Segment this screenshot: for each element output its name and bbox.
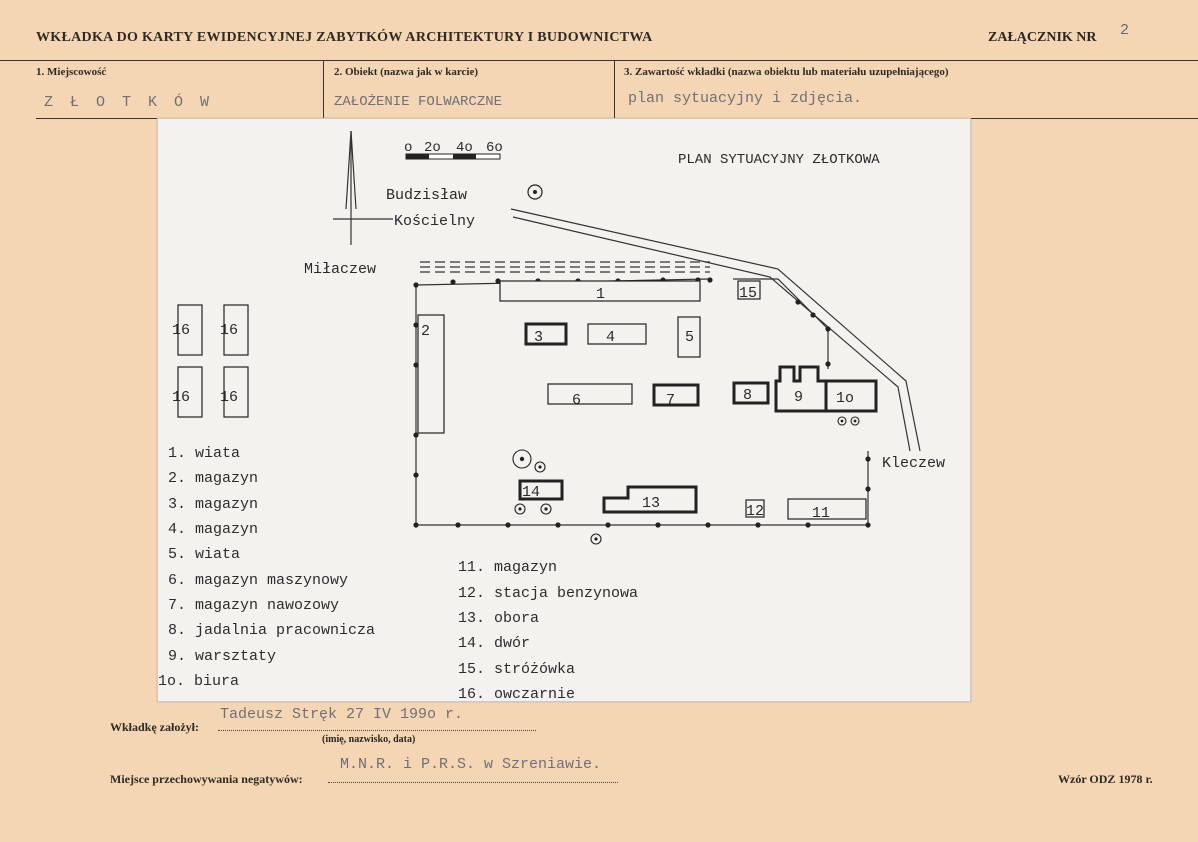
place-milaczew: Miłaczew — [304, 261, 376, 278]
building-5 — [677, 316, 701, 358]
building-13 — [602, 485, 698, 514]
num-16a: 16 — [172, 322, 190, 339]
road-kleczew — [510, 208, 921, 452]
annex-number: 2 — [1120, 22, 1130, 39]
num-13: 13 — [642, 495, 660, 512]
plan-title: PLAN SYTUACYJNY ZŁOTKOWA — [678, 152, 880, 168]
field-1-label: 1. Miejscowość — [36, 66, 107, 78]
num-5: 5 — [685, 329, 694, 346]
legend-item-12: 12. stacja benzynowa — [458, 585, 639, 602]
founder-note: (imię, nazwisko, data) — [322, 734, 416, 745]
site-plan-photo: o 2o 4o 6o PLAN SYTUACYJNY ZŁOTKOWA Budz… — [157, 118, 971, 703]
num-11: 11 — [812, 505, 830, 522]
legend-item-2: 2. magazyn — [168, 470, 259, 487]
legend-item-3: 3. magazyn — [168, 496, 259, 513]
fence-posts — [413, 277, 871, 528]
num-7: 7 — [666, 392, 675, 409]
scale-label-40: 4o — [456, 140, 473, 156]
field-divider-2 — [614, 60, 615, 118]
legend-item-5: 5. wiata — [168, 546, 241, 563]
building-2 — [417, 314, 445, 434]
num-2: 2 — [421, 323, 430, 340]
num-12: 12 — [746, 503, 764, 520]
founder-value: Tadeusz Stręk 27 IV 199o r. — [220, 706, 464, 723]
legend-item-7: 7. magazyn nawozowy — [168, 597, 340, 614]
num-16d: 16 — [220, 389, 238, 406]
num-9: 9 — [794, 389, 803, 406]
form-model: Wzór ODZ 1978 r. — [1058, 772, 1153, 786]
building-12 — [745, 499, 765, 518]
num-10: 1o — [836, 390, 854, 407]
building-11 — [787, 498, 867, 520]
site-plan-drawing: o 2o 4o 6o PLAN SYTUACYJNY ZŁOTKOWA Budz… — [172, 130, 945, 545]
num-16b: 16 — [220, 322, 238, 339]
road-milaczew — [420, 261, 710, 273]
scale-bar: o 2o 4o 6o — [404, 140, 503, 160]
field-3-label: 3. Zawartość wkładki (nazwa obiektu lub … — [624, 66, 949, 78]
building-16a — [177, 304, 203, 356]
legend-item-9: 9. warsztaty — [168, 648, 277, 665]
building-16b — [223, 304, 249, 356]
legend-item-11: 11. magazyn — [458, 559, 558, 576]
building-7 — [652, 383, 700, 407]
legend-item-1: 1. wiata — [168, 445, 241, 462]
place-kleczew: Kleczew — [882, 455, 945, 472]
building-6 — [547, 383, 633, 405]
negatives-value: M.N.R. i P.R.S. w Szreniawie. — [340, 756, 602, 773]
legend-item-4: 4. magazyn — [168, 521, 259, 538]
legend-item-10: 1o. biura — [158, 673, 240, 690]
num-1: 1 — [596, 286, 605, 303]
legend-item-15: 15. stróżówka — [458, 661, 576, 678]
legend-item-6: 6. magazyn maszynowy — [168, 572, 349, 589]
north-arrow — [333, 130, 393, 245]
field-2-value: ZAŁOŻENIE FOLWARCZNE — [334, 94, 503, 110]
form-title: WKŁADKA DO KARTY EWIDENCYJNEJ ZABYTKÓW A… — [36, 30, 653, 45]
legend-item-16: 16. owczarnie — [458, 686, 576, 703]
negatives-label: Miejsce przechowywania negatywów: — [110, 772, 303, 786]
field-1-value: Z Ł O T K Ó W — [44, 94, 214, 111]
num-3: 3 — [534, 329, 543, 346]
trees — [512, 416, 860, 545]
legend-item-13: 13. obora — [458, 610, 540, 627]
place-budzislaw: Budzisław — [386, 187, 467, 204]
building-16c — [177, 366, 203, 418]
building-8 — [732, 381, 770, 405]
building-10 — [824, 379, 878, 413]
scale-label-0: o — [404, 140, 412, 156]
building-4 — [587, 323, 647, 345]
scale-label-60: 6o — [486, 140, 503, 156]
num-6: 6 — [572, 392, 581, 409]
building-16d — [223, 366, 249, 418]
founder-label: Wkładkę założył: — [110, 720, 199, 734]
legend-item-8: 8. jadalnia pracownicza — [168, 622, 376, 639]
annex-label: ZAŁĄCZNIK NR — [988, 30, 1097, 45]
scale-label-20: 2o — [424, 140, 441, 156]
num-14: 14 — [522, 484, 540, 501]
building-14 — [518, 479, 564, 501]
num-15: 15 — [739, 285, 757, 302]
buildings — [177, 280, 878, 520]
legend-item-14: 14. dwór — [458, 635, 531, 652]
place-koscielny: Kościelny — [394, 213, 475, 230]
num-4: 4 — [606, 329, 615, 346]
negatives-line — [328, 782, 618, 783]
building-15 — [737, 280, 761, 300]
field-divider-1 — [323, 60, 324, 118]
building-3 — [524, 322, 568, 346]
building-1 — [499, 280, 701, 302]
field-3-value: plan sytuacyjny i zdjęcia. — [628, 90, 863, 107]
founder-line — [218, 730, 536, 731]
num-8: 8 — [743, 387, 752, 404]
field-2-label: 2. Obiekt (nazwa jak w karcie) — [334, 66, 479, 78]
header-rule — [0, 60, 1198, 61]
num-16c: 16 — [172, 389, 190, 406]
